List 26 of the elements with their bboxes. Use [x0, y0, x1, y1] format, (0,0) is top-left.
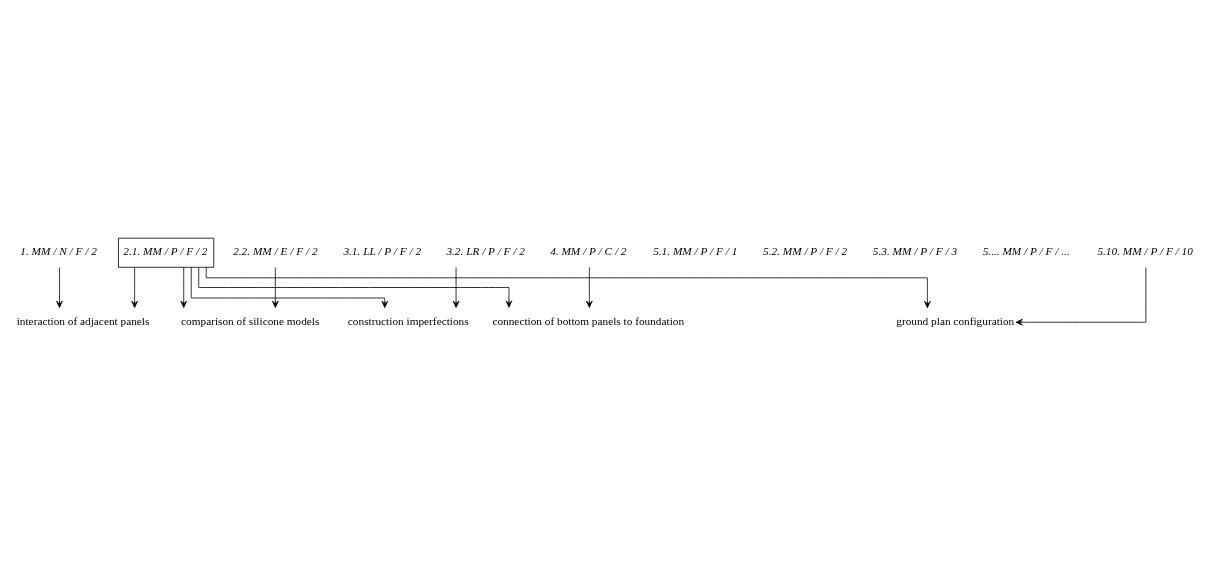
node-text: interaction of adjacent panels [16, 314, 150, 327]
node-text: 5.10. MM / P / F / 10 [1097, 244, 1193, 257]
node-text: 5.3. MM / P / F / 3 [872, 244, 958, 257]
node-text: 1. MM / N / F / 2 [20, 244, 97, 257]
arrow [586, 266, 593, 308]
arrow [1015, 266, 1147, 326]
node-text: 5.... MM / P / F / ... [982, 244, 1070, 257]
node-text: 5.2. MM / P / F / 2 [763, 244, 848, 257]
arrow [56, 266, 63, 308]
arrow [180, 266, 188, 308]
node-text: 3.1. LL / P / F / 2 [343, 244, 422, 257]
node-box: 2.1. MM / P / F / 2 [118, 237, 215, 268]
arrow [205, 266, 931, 308]
node-text: connection of bottom panels to foundation [492, 314, 685, 327]
arrow [131, 266, 138, 308]
node-text: 4. MM / P / C / 2 [550, 244, 627, 257]
arrow [198, 266, 513, 308]
node-text: comparison of silicone models [181, 314, 320, 327]
node-text: 5.1. MM / P / F / 1 [653, 244, 738, 257]
node-text: ground plan configuration [896, 314, 1015, 327]
node-text: 3.2. LR / P / F / 2 [446, 244, 525, 257]
node-text: 2.2. MM / E / F / 2 [233, 244, 318, 257]
arrow [272, 266, 279, 308]
node-text: construction imperfections [347, 314, 469, 327]
arrow [452, 266, 460, 308]
arrow [190, 266, 389, 308]
